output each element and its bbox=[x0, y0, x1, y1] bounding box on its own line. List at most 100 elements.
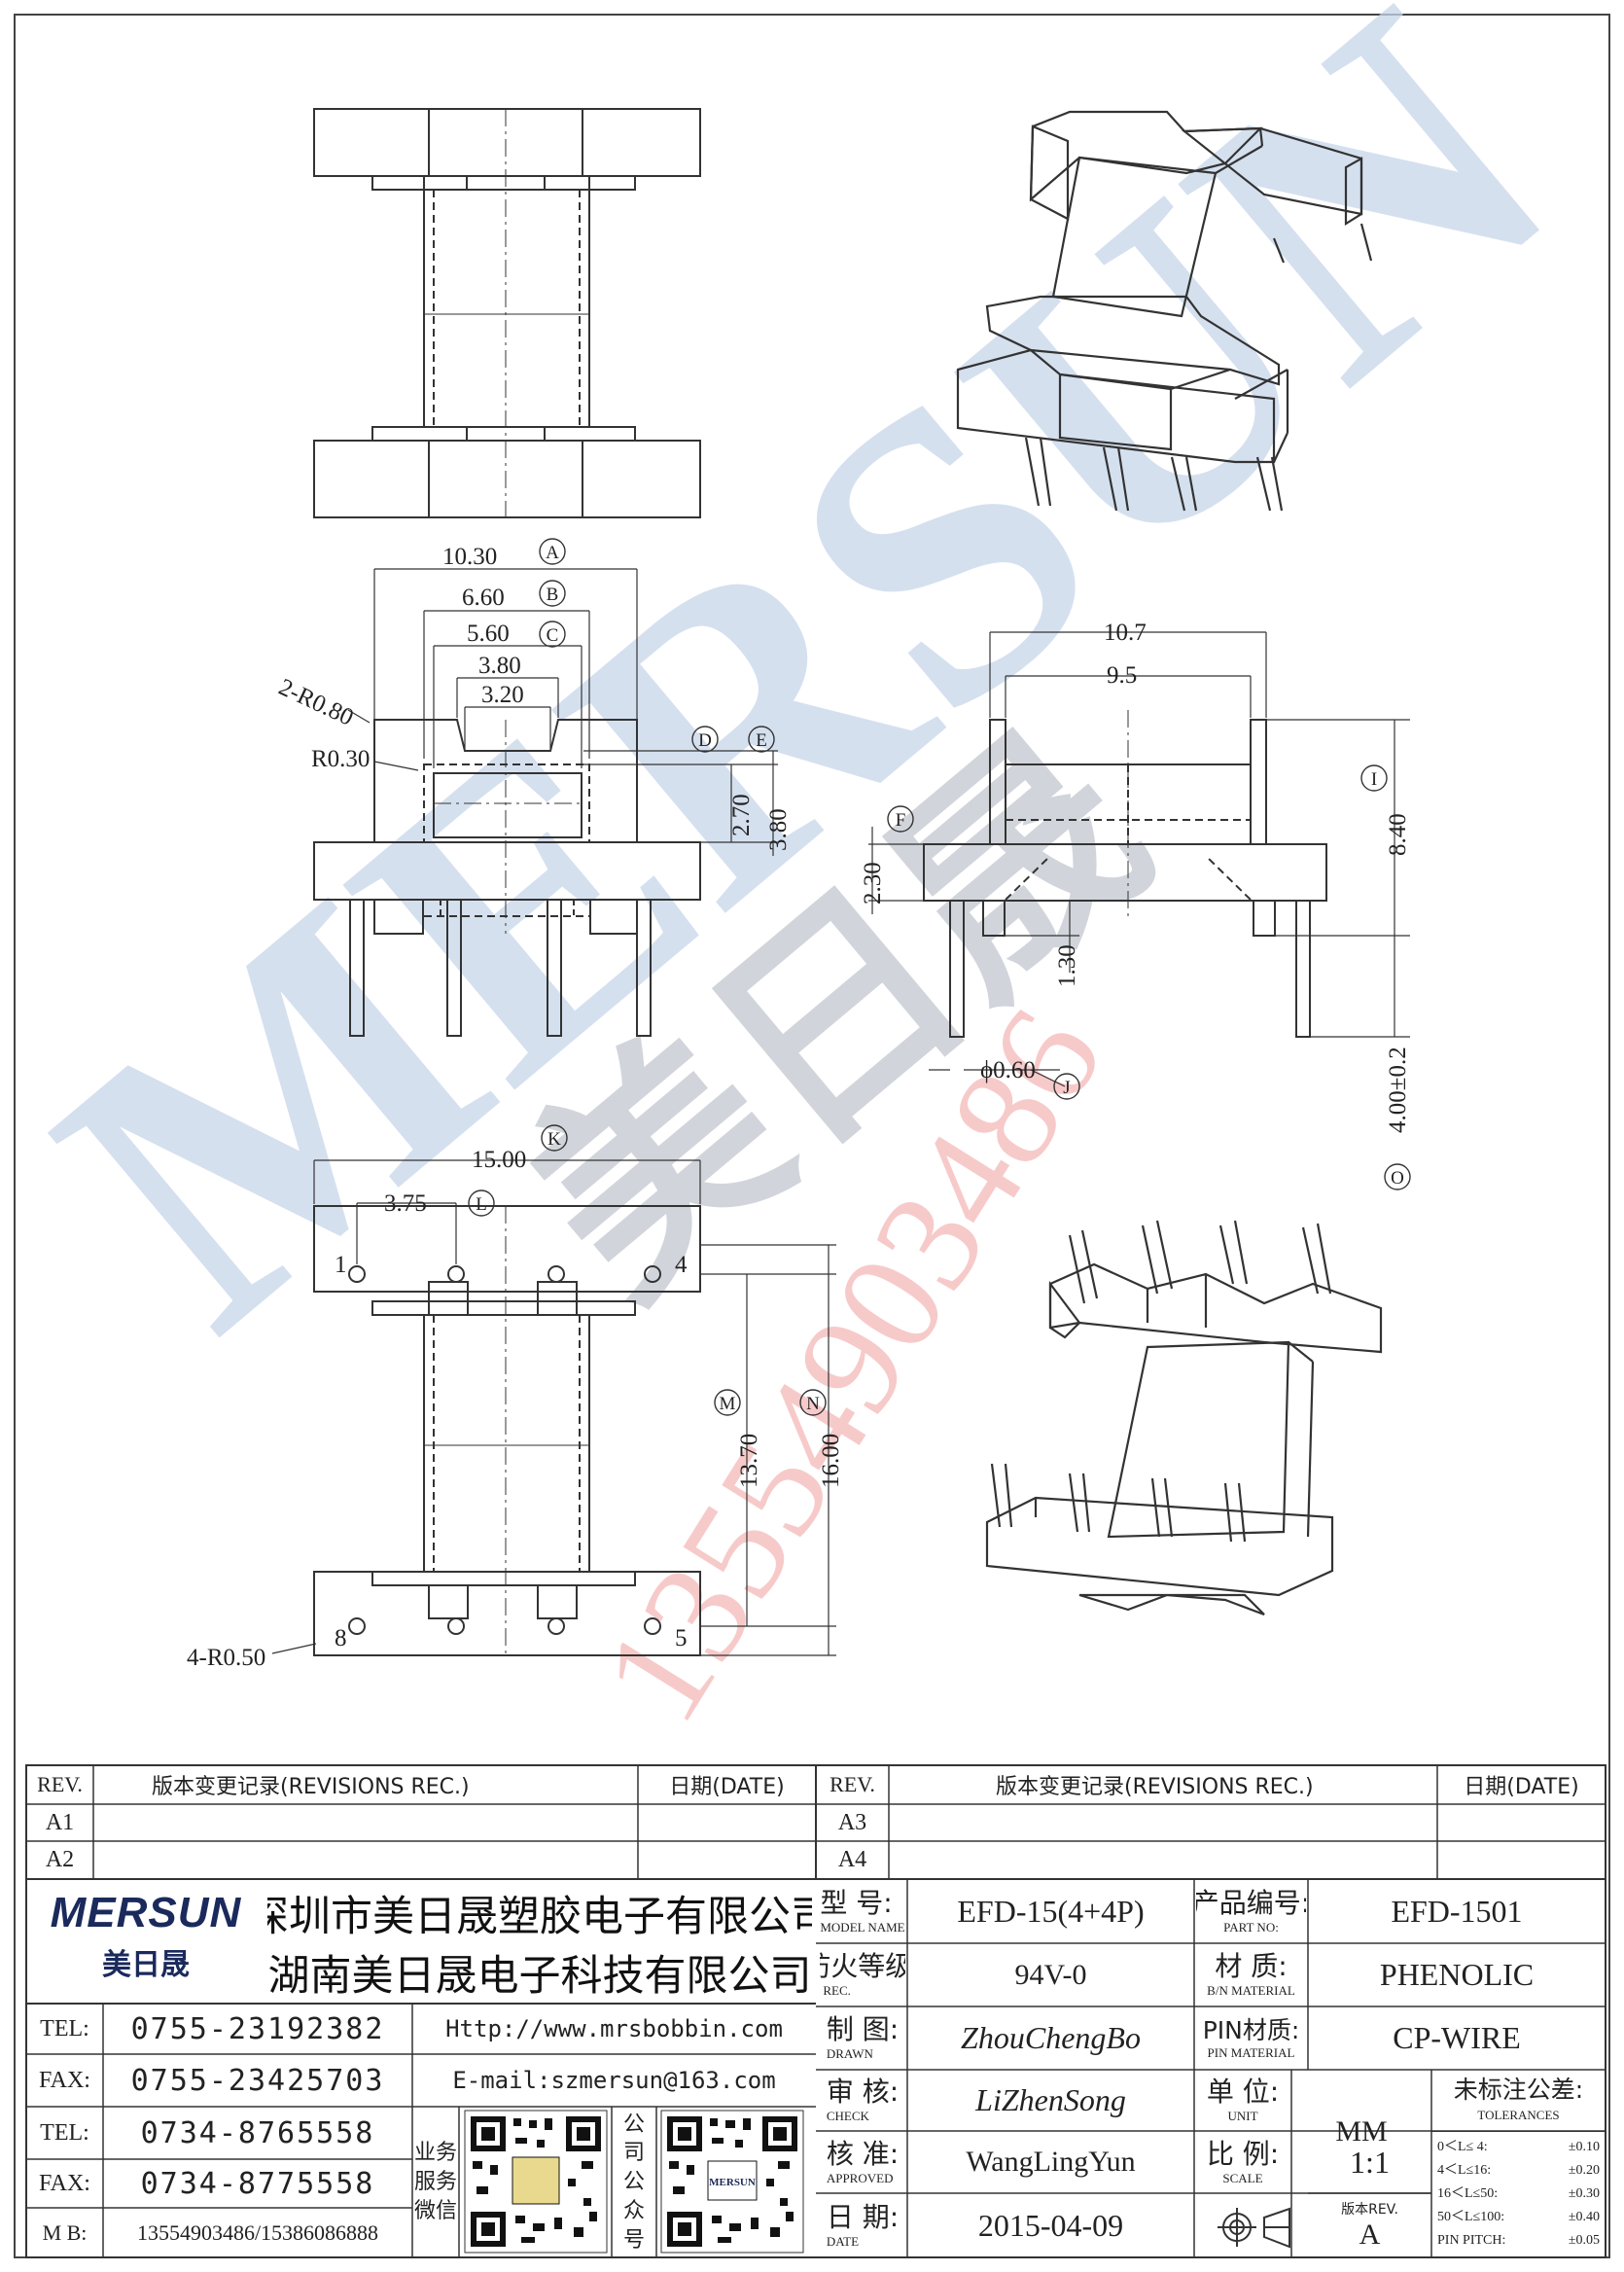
tolerance-value: ±0.20 bbox=[1568, 2163, 1600, 2178]
spec-ul-label-cell: 防火等级:UL REC. bbox=[820, 1945, 905, 2005]
qr-code-wechat-icon bbox=[464, 2110, 608, 2254]
spec-pin-material-label: PIN材质: bbox=[1202, 2015, 1300, 2044]
watermark: MERSUN 美日晟 13554903486 bbox=[0, 0, 1624, 1748]
spec-check-label-cell: 审 核:CHECK bbox=[820, 2072, 905, 2129]
dim-j: ϕ0.60 bbox=[980, 1057, 1036, 1083]
spec-drawn-label: 制 图: bbox=[826, 2013, 900, 2045]
company-website-link[interactable]: Http://www.mrsbobbin.com bbox=[445, 2015, 783, 2042]
dim-side-total: 10.7 bbox=[1104, 620, 1147, 646]
spec-pin-material-label-cell: PIN材质:PIN MATERIAL bbox=[1196, 2008, 1306, 2068]
company-email-link[interactable]: E-mail:szmersun@163.com bbox=[452, 2067, 776, 2094]
contact-label-mobile: M B: bbox=[42, 2219, 88, 2245]
spec-material-value: PHENOLIC bbox=[1379, 1957, 1535, 1992]
dim-r2: R0.30 bbox=[311, 746, 370, 772]
spec-approved-label-cell: 核 准:APPROVED bbox=[820, 2133, 905, 2191]
spec-version-label: 版本REV. bbox=[1341, 2202, 1398, 2218]
tolerance-range: PIN PITCH: bbox=[1437, 2233, 1506, 2248]
contact-label-fax-1: FAX: bbox=[39, 2067, 90, 2093]
spec-approved-sub: APPROVED bbox=[826, 2170, 894, 2185]
spec-material-label: 材 质: bbox=[1215, 1950, 1288, 1982]
tolerance-range: 16＜L≤50: bbox=[1437, 2186, 1499, 2201]
rev-left-header-date: 日期(DATE) bbox=[669, 1775, 785, 1799]
ref-e: E bbox=[756, 730, 767, 751]
front-view bbox=[313, 568, 778, 1037]
spec-pin-material-sub: PIN MATERIAL bbox=[1207, 2044, 1295, 2060]
spec-part-label: 产品编号: bbox=[1196, 1886, 1306, 1919]
rev-right-header-date: 日期(DATE) bbox=[1464, 1775, 1579, 1799]
company-name-2: 湖南美日晟电子科技有限公司 bbox=[267, 1952, 812, 2001]
spec-scale-value: 1:1 bbox=[1350, 2144, 1390, 2180]
spec-check-sub: CHECK bbox=[826, 2109, 869, 2123]
tolerance-sub: TOLERANCES bbox=[1477, 2108, 1560, 2122]
company-name-1: 深圳市美日晟塑胶电子有限公司 bbox=[267, 1893, 812, 1941]
contact-value-tel-1: 0755-23192382 bbox=[130, 2011, 385, 2046]
contact-value-mobile: 13554903486/15386086888 bbox=[136, 2219, 379, 2245]
dim-a: 10.30 bbox=[442, 544, 497, 570]
qr-label-official: 公司公众号 bbox=[622, 2112, 645, 2253]
tolerance-range: 4＜L≤16: bbox=[1437, 2163, 1492, 2178]
spec-date-label-cell: 日 期:DATE bbox=[820, 2195, 905, 2255]
spec-date-value: 2015-04-09 bbox=[977, 2207, 1124, 2243]
ref-o: O bbox=[1391, 1168, 1404, 1189]
spec-check-label: 审 核: bbox=[826, 2076, 900, 2108]
dim-m: 13.70 bbox=[736, 1434, 762, 1488]
dim-h1: 1.30 bbox=[1054, 944, 1080, 987]
tolerance-row: 0＜L≤ 4: ±0.10 bbox=[1437, 2136, 1600, 2159]
pin-4: 4 bbox=[675, 1252, 688, 1278]
spec-approved-label: 核 准: bbox=[826, 2137, 900, 2170]
contact-value-tel-2: 0734-8765558 bbox=[140, 2115, 375, 2150]
ref-m: M bbox=[720, 1394, 736, 1414]
company-logo: MERSUN bbox=[50, 1889, 242, 1936]
rev-left-row-a2: A2 bbox=[45, 1847, 75, 1872]
spec-version-value: A bbox=[1359, 2219, 1381, 2251]
tolerance-row: PIN PITCH:±0.05 bbox=[1437, 2229, 1600, 2253]
dim-f: 2.30 bbox=[860, 862, 886, 905]
isometric-view-top bbox=[956, 110, 1373, 512]
dim-k: 15.00 bbox=[472, 1147, 526, 1173]
spec-model-label-cell: 型 号:MODEL NAME bbox=[820, 1881, 905, 1941]
spec-check-value: LiZhenSong bbox=[975, 2082, 1126, 2117]
tolerance-row: 16＜L≤50: ±0.30 bbox=[1437, 2183, 1600, 2206]
tolerance-value: ±0.10 bbox=[1568, 2140, 1600, 2154]
spec-scale-sub: SCALE bbox=[1222, 2170, 1263, 2185]
dim-n: 16.00 bbox=[818, 1434, 844, 1488]
rev-right-row-a3: A3 bbox=[837, 1809, 867, 1835]
dim-r3: 4-R0.50 bbox=[187, 1645, 265, 1671]
rev-left-header-rev: REV. bbox=[37, 1772, 83, 1796]
spec-model-value: EFD-15(4+4P) bbox=[957, 1893, 1145, 1929]
pin-5: 5 bbox=[675, 1625, 688, 1651]
dim-side-inner: 9.5 bbox=[1107, 662, 1137, 689]
spec-date-sub: DATE bbox=[826, 2233, 860, 2249]
dim-e: 3.80 bbox=[765, 808, 792, 851]
spec-drawn-sub: DRAWN bbox=[826, 2046, 873, 2061]
spec-model-sub: MODEL NAME bbox=[820, 1919, 905, 1935]
spec-model-label: 型 号: bbox=[820, 1886, 893, 1919]
spec-date-label: 日 期: bbox=[826, 2200, 900, 2233]
qr-code-official-account-icon: MERSUN bbox=[660, 2110, 804, 2254]
spec-unit-label: 单 位: bbox=[1206, 2076, 1280, 2108]
spec-unit-value: MM bbox=[1335, 2114, 1388, 2148]
company-logo-cn: 美日晟 bbox=[102, 1948, 190, 1982]
spec-pin-material-value: CP-WIRE bbox=[1393, 2020, 1521, 2055]
dim-i: 8.40 bbox=[1385, 813, 1411, 856]
rev-left-header-record: 版本变更记录(REVISIONS REC.) bbox=[152, 1775, 470, 1799]
spec-material-label-cell: 材 质:B/N MATERIAL bbox=[1196, 1945, 1306, 2005]
spec-part-sub: PART NO: bbox=[1223, 1919, 1279, 1935]
spec-unit-label-cell: 单 位:UNIT bbox=[1196, 2072, 1289, 2129]
spec-scale-label: 比 例: bbox=[1206, 2137, 1280, 2170]
projection-symbol-icon bbox=[1218, 2207, 1290, 2249]
ref-b: B bbox=[547, 585, 559, 605]
contact-value-fax-2: 0734-8775558 bbox=[140, 2166, 375, 2201]
tolerance-value: ±0.30 bbox=[1568, 2186, 1600, 2201]
tolerance-range: 0＜L≤ 4: bbox=[1437, 2140, 1488, 2154]
contact-value-fax-1: 0755-23425703 bbox=[130, 2063, 385, 2098]
ref-n: N bbox=[806, 1394, 820, 1414]
qr-badge-label: MERSUN bbox=[709, 2177, 756, 2188]
tolerance-row: 4＜L≤16: ±0.20 bbox=[1437, 2159, 1600, 2183]
spec-material-sub: B/N MATERIAL bbox=[1207, 1983, 1295, 1998]
dim-c2: 3.20 bbox=[481, 682, 524, 708]
ref-l: L bbox=[476, 1194, 487, 1215]
pin-1: 1 bbox=[335, 1252, 347, 1278]
dim-r1: 2-R0.80 bbox=[274, 674, 357, 731]
